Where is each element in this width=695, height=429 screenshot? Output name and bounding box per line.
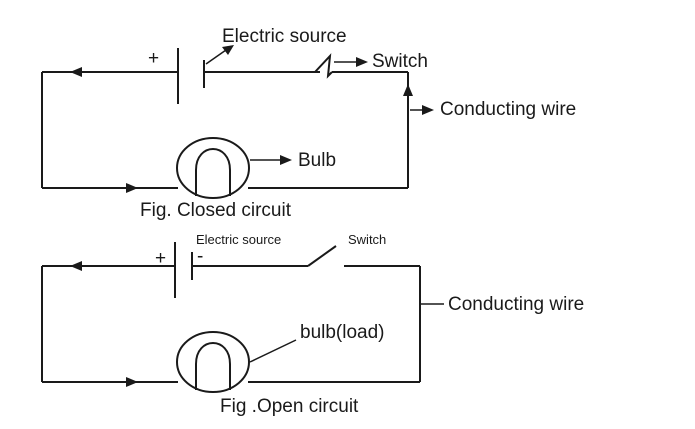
open-bulb-pointer <box>249 339 297 363</box>
closed-bulb-glass <box>176 137 250 199</box>
closed-circuit-caption: Fig. Closed circuit <box>140 200 292 221</box>
open-switch-label: Switch <box>348 232 386 247</box>
closed-switch <box>314 53 333 79</box>
closed-bulb <box>176 137 250 199</box>
open-battery-plus: + <box>155 248 166 269</box>
open-electric-source-label: Electric source <box>196 232 281 247</box>
closed-conducting-wire-pointer <box>410 105 434 115</box>
closed-battery-plus: + <box>148 48 159 69</box>
open-current-arrow-top <box>70 261 120 271</box>
open-bulb-glass <box>176 331 250 393</box>
closed-current-arrow-top <box>70 67 120 77</box>
open-bulb-filament <box>195 342 231 390</box>
open-circuit: + - Electric source Switch Conducting wi… <box>41 232 584 417</box>
open-bulb-label: bulb(load) <box>300 322 385 343</box>
open-bulb <box>176 331 250 393</box>
open-circuit-caption: Fig .Open circuit <box>220 396 359 417</box>
closed-electric-source-pointer <box>205 45 234 65</box>
open-battery-minus: - <box>197 246 203 267</box>
closed-bulb-filament <box>195 148 231 196</box>
closed-conducting-wire-label: Conducting wire <box>440 99 576 120</box>
open-switch <box>307 245 337 267</box>
closed-bulb-pointer <box>250 155 292 165</box>
closed-switch-label: Switch <box>372 51 428 72</box>
closed-current-arrow-bottom <box>95 183 138 193</box>
open-current-arrow-bottom <box>95 377 138 387</box>
closed-bulb-label: Bulb <box>298 150 336 171</box>
open-conducting-wire-label: Conducting wire <box>448 294 584 315</box>
closed-current-arrow-right <box>403 84 413 96</box>
closed-switch-pointer <box>334 57 368 67</box>
closed-circuit: + <box>41 26 576 221</box>
closed-electric-source-label: Electric source <box>222 26 347 47</box>
